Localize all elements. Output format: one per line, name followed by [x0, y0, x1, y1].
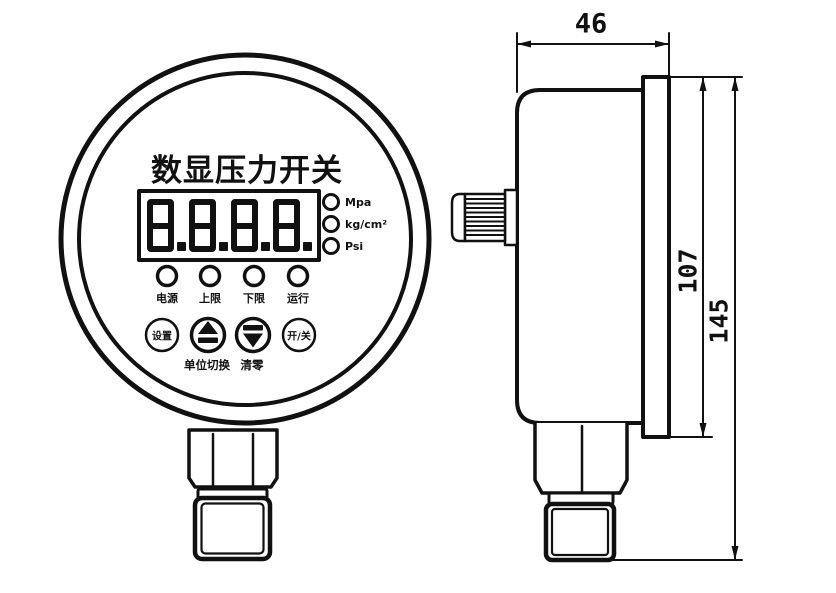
dimension-total-height-145: [612, 76, 743, 561]
side-body: [515, 88, 645, 425]
display-decimal-point: [177, 242, 186, 251]
display-decimal-point: [303, 242, 312, 251]
dimension-body-height-label: 107: [673, 248, 703, 294]
set-button-ring: [144, 317, 180, 353]
up-arrow-icon: [198, 321, 218, 343]
display-digit-8: [189, 199, 216, 252]
up-button-sublabel: 单位切换: [184, 358, 230, 372]
down-button-sublabel: 清零: [240, 358, 264, 372]
dimension-body-height-107: [669, 76, 743, 438]
unit-label-psi: Psi: [345, 240, 364, 253]
cable-gland: [450, 188, 519, 247]
lcd-display: [147, 199, 312, 252]
unit-label-kgcm2: kg/cm²: [345, 218, 388, 231]
up-button-ring: [189, 316, 227, 354]
down-button-ring: [234, 316, 272, 354]
dimension-depth-label: 46: [574, 8, 608, 40]
dimension-depth-46: [516, 32, 670, 93]
display-digit-8: [231, 199, 258, 252]
display-digit-8: [147, 199, 174, 252]
display-digit-8: [273, 199, 300, 252]
side-rear-flange: [641, 75, 671, 439]
unit-indicator-leds: [322, 193, 340, 255]
side-thread-fitting: [543, 501, 617, 563]
power-button-label: 开/关: [287, 331, 311, 343]
display-decimal-point: [219, 242, 228, 251]
led-label-power: 电源: [156, 292, 178, 305]
side-hex-nut: [533, 421, 629, 495]
unit-label-mpa: Mpa: [345, 196, 372, 209]
led-label-run: 运行: [287, 292, 309, 305]
down-arrow-icon: [243, 325, 263, 348]
led-label-upper-limit: 上限: [199, 292, 221, 305]
status-leds: [155, 264, 310, 288]
display-decimal-point: [261, 242, 270, 251]
led-label-lower-limit: 下限: [243, 292, 265, 305]
front-thread-fitting: [192, 495, 273, 562]
front-hex-nut: [187, 428, 279, 489]
set-button-label: 设置: [152, 331, 172, 343]
dimension-total-height-label: 145: [704, 298, 734, 344]
device-title: 数显压力开关: [151, 153, 343, 189]
power-button-ring: [281, 317, 317, 353]
